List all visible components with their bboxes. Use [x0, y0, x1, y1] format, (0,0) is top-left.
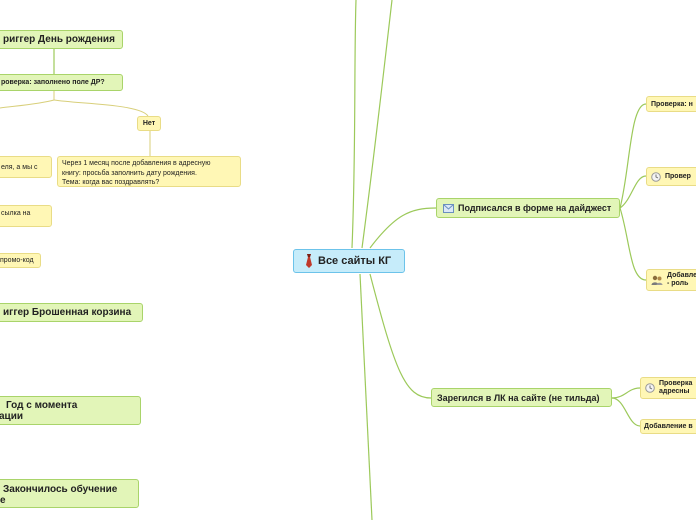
root-label: Все сайты КГ [318, 255, 392, 267]
trigger-abandoned-cart-node[interactable]: иггер Брошенная корзина [0, 303, 143, 322]
promo-partial-node[interactable]: промо-код [0, 253, 41, 268]
connector-lk-check [611, 387, 641, 399]
year-since-node[interactable]: Год с момента ации [0, 396, 141, 425]
check-birthday-label: роверка: заполнено поле ДР? [1, 79, 105, 86]
lk-add-node[interactable]: Добавление в [640, 419, 696, 434]
clock-icon [651, 171, 661, 182]
lk-add-label: Добавление в [644, 423, 693, 430]
connector-root-digest [369, 207, 437, 249]
connector-lk-add [611, 397, 641, 427]
training-line-1: Закончилось обучение [3, 484, 118, 495]
tie-icon [306, 254, 312, 268]
connector-root-bottom [359, 273, 373, 520]
mail-icon [443, 203, 454, 213]
no-text-line-3: Тема: когда вас поздравлять? [62, 179, 160, 186]
promo-partial-label: промо-код [0, 257, 34, 264]
root-node[interactable]: Все сайты КГ [293, 249, 405, 273]
digest-add-node[interactable]: Добавле - роль [646, 269, 696, 291]
digest-check-2-label: Провер [665, 173, 691, 180]
training-node[interactable]: Закончилось обучение е [0, 479, 139, 508]
no-label: Нет [142, 120, 156, 127]
year-since-line-1: Год с момента [6, 400, 78, 411]
digest-label: Подписался в форме на дайджест [458, 203, 612, 213]
connector-digest-add [619, 207, 647, 281]
users-icon [651, 275, 663, 285]
clock-icon [645, 383, 655, 393]
check-birthday-node[interactable]: роверка: заполнено поле ДР? [0, 74, 123, 91]
connector-root-top-2 [361, 0, 393, 249]
digest-check-1-label: Проверка: н [651, 100, 693, 108]
connector-root-top-1 [351, 0, 357, 249]
lk-label: Зарегился в ЛК на сайте (не тильда) [437, 392, 600, 403]
trigger-birthday-node[interactable]: риггер День рождения [0, 30, 123, 49]
digest-node[interactable]: Подписался в форме на дайджест [436, 198, 620, 218]
lk-check-line-2: адресны [659, 388, 690, 395]
digest-add-line-1: Добавле [667, 272, 696, 279]
connector-digest-check2 [619, 175, 647, 209]
yes-partial-label: еля, а мы с [1, 163, 38, 171]
no-text-line-2: книгу: просьба заполнить дату рождения. [62, 169, 197, 177]
trigger-abandoned-cart-label: иггер Брошенная корзина [3, 307, 132, 318]
lk-check-node[interactable]: Проверка адресны [640, 377, 696, 399]
year-since-line-2: ации [0, 411, 24, 422]
link-partial-label: сылка на [1, 210, 31, 217]
digest-add-line-2: - роль [667, 280, 689, 287]
connector-check-no [53, 99, 149, 117]
yes-partial-node[interactable]: еля, а мы с [0, 156, 52, 178]
connector-check-left [0, 99, 55, 109]
training-line-2: е [0, 495, 6, 506]
no-text-line-1: Через 1 месяц после добавления в адресну… [62, 160, 211, 167]
digest-check-2-node[interactable]: Провер [646, 167, 696, 186]
link-partial-node[interactable]: сылка на [0, 205, 52, 227]
digest-check-1-node[interactable]: Проверка: н [646, 96, 696, 112]
no-text-node[interactable]: Через 1 месяц после добавления в адресну… [57, 156, 241, 187]
connector-digest-check1 [619, 103, 647, 209]
no-node[interactable]: Нет [137, 116, 161, 131]
connector-root-lk [369, 273, 432, 399]
lk-check-line-1: Проверка [659, 380, 693, 387]
lk-node[interactable]: Зарегился в ЛК на сайте (не тильда) [431, 388, 612, 407]
trigger-birthday-label: риггер День рождения [3, 34, 115, 45]
